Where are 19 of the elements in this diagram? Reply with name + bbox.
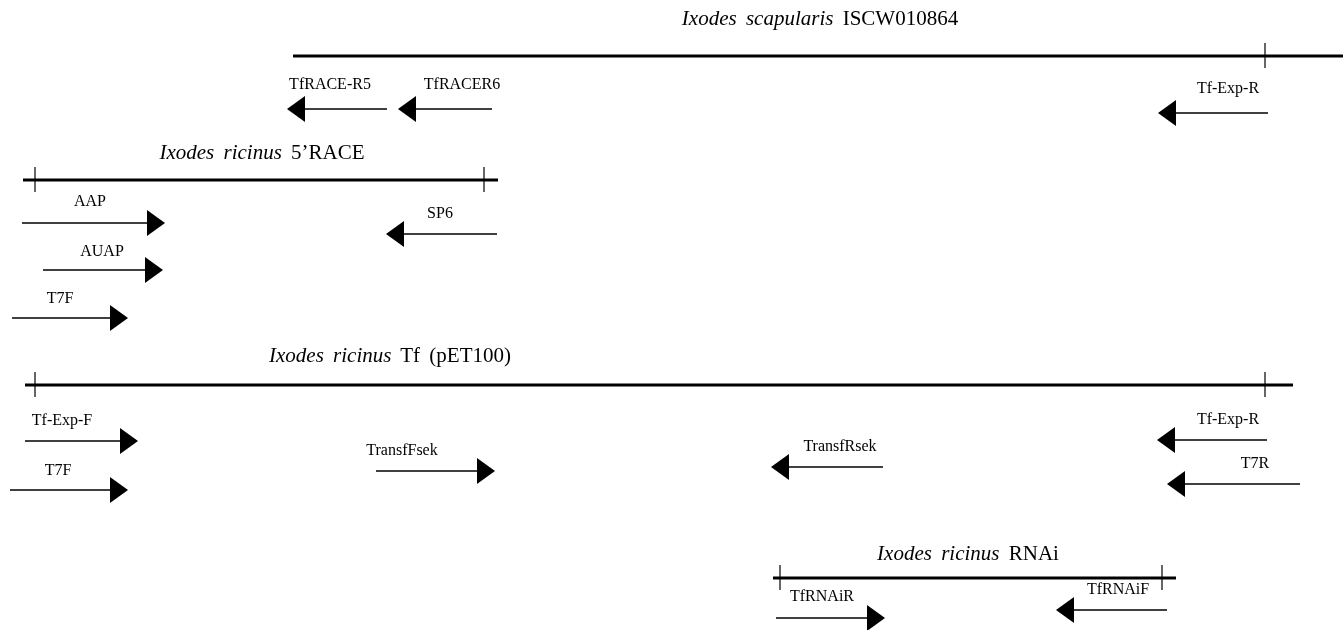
sequence-title: Ixodes ricinus 5’RACE [159,142,365,163]
primer-name: T7F [46,290,74,306]
sequence-title: Ixodes scapularis ISCW010864 [681,8,959,29]
primer-name: TransfFsek [366,442,438,458]
sequence-title: Ixodes ricinus RNAi [877,543,1059,564]
primer-name: SP6 [427,205,453,221]
primer-name: TfRACE-R5 [289,76,371,92]
primer-name: TransfRsek [803,438,877,454]
primer-name: T7R [1240,455,1270,471]
primer-name: Tf-Exp-R [1196,80,1260,96]
primer-name: Tf-Exp-F [31,412,93,428]
primer-name: T7F [44,462,72,478]
primer-name: AUAP [80,243,124,259]
sequence-title: Ixodes ricinus Tf (pET100) [269,345,511,366]
primer-name: TfRNAiR [790,588,854,604]
primer-name: TfRNAiF [1086,581,1150,597]
primer-name: TfRACER6 [423,76,501,92]
primer-name: Tf-Exp-R [1196,411,1260,427]
primer-name: AAP [74,193,106,209]
